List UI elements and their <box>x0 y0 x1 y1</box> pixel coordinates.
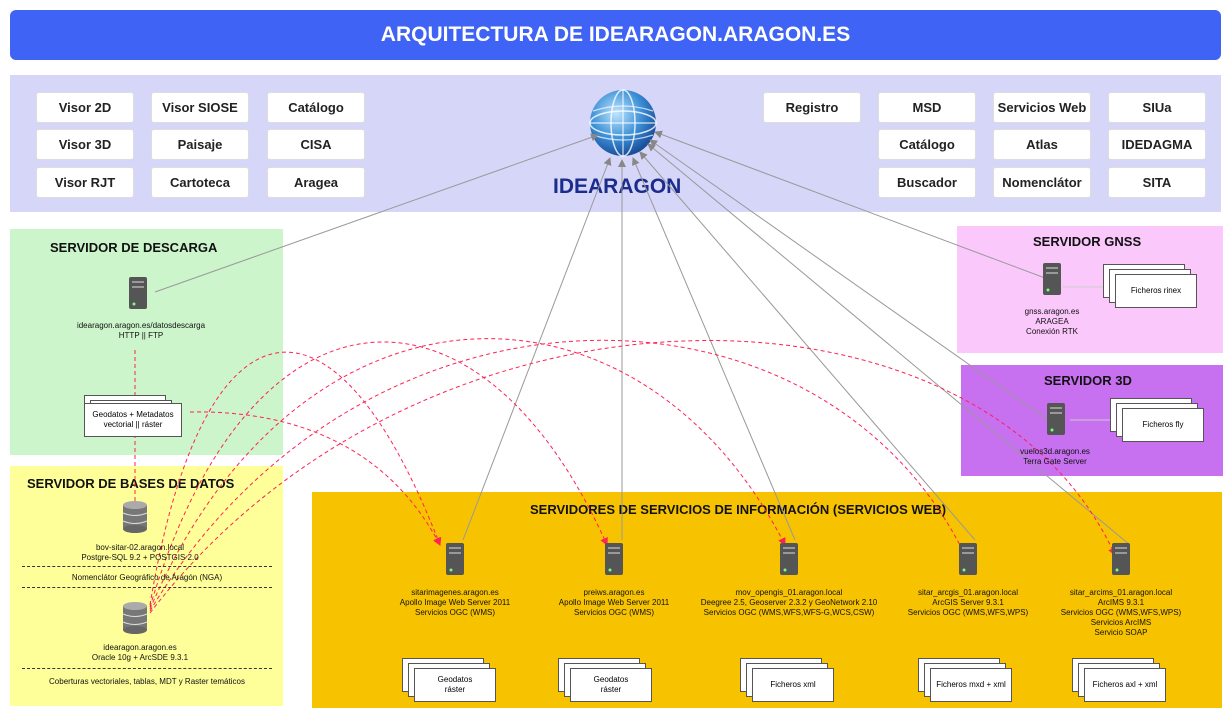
portal-button[interactable]: Catálogo <box>267 92 365 123</box>
portal-button[interactable]: Buscador <box>878 167 976 198</box>
portal-button[interactable]: CISA <box>267 129 365 160</box>
nga-label: Nomenclátor Geográfico de Aragón (NGA) <box>71 573 223 582</box>
link-web3-hub <box>632 157 796 541</box>
server-icon <box>1047 403 1065 435</box>
portal-button[interactable]: Atlas <box>993 129 1091 160</box>
portal-button[interactable]: Cartoteca <box>151 167 249 198</box>
diagram-title: ARQUITECTURA DE IDEARAGON.ARAGON.ES <box>10 10 1221 60</box>
file-stack-icon: Ficheros rinex <box>1103 264 1197 308</box>
portal-button[interactable]: Servicios Web <box>993 92 1091 123</box>
portal-button[interactable]: SITA <box>1108 167 1206 198</box>
db1-label: bov-sitar-02.aragon.local Postgre-SQL 9.… <box>81 543 199 562</box>
portal-button[interactable]: Paisaje <box>151 129 249 160</box>
server-icon <box>446 543 464 575</box>
server-icon <box>1043 263 1061 295</box>
server-icon <box>959 543 977 575</box>
portal-button[interactable]: Aragea <box>267 167 365 198</box>
server-3d-label: vuelos3d.aragon.es Terra Gate Server <box>1020 447 1090 466</box>
download-server-title: SERVIDOR DE DESCARGA <box>50 240 218 255</box>
database-icon <box>122 501 148 533</box>
download-server-label: idearagon.aragon.es/datosdescarga HTTP |… <box>76 321 206 340</box>
link-gnss-hub <box>654 130 1046 279</box>
portal-button[interactable]: SIUa <box>1108 92 1206 123</box>
db2-label: idearagon.aragon.es Oracle 10g + ArcSDE … <box>91 643 189 662</box>
gnss-server-label: gnss.aragon.es ARAGEA Conexión RTK <box>1024 307 1080 336</box>
portal-button[interactable]: Visor 2D <box>36 92 134 123</box>
divider <box>22 566 272 567</box>
database-server-title: SERVIDOR DE BASES DE DATOS <box>27 476 235 491</box>
file-stack-icon: Ficheros axl + xml <box>1072 658 1166 702</box>
link-web4-hub <box>639 151 976 541</box>
link-db-web1 <box>149 351 442 606</box>
web-services-title: SERVIDORES DE SERVICIOS DE INFORMACIÓN (… <box>530 502 947 517</box>
hub-label: IDEARAGON <box>553 175 682 198</box>
portal-button[interactable]: Visor RJT <box>36 167 134 198</box>
file-stack-icon: Ficheros xml <box>740 658 834 702</box>
coverage-label: Coberturas vectoriales, tablas, MDT y Ra… <box>49 677 245 686</box>
database-icon <box>122 602 148 634</box>
server-icon <box>780 543 798 575</box>
gnss-server-title: SERVIDOR GNSS <box>1033 234 1142 249</box>
file-stack-icon: Ficheros mxd + xml <box>918 658 1012 702</box>
link-db-web2 <box>149 341 608 608</box>
server-icon <box>605 543 623 575</box>
file-stack-icon: Ficheros fly <box>1110 398 1204 442</box>
link-3d-hub <box>649 139 1049 421</box>
portal-button[interactable]: Visor 3D <box>36 129 134 160</box>
link-web1-hub <box>462 157 612 541</box>
link-web5-hub <box>647 143 1131 546</box>
link-files-web1 <box>189 411 441 546</box>
link-download-hub <box>154 133 599 293</box>
link-db-web3 <box>149 338 786 610</box>
portal-button[interactable]: MSD <box>878 92 976 123</box>
link-db-web4 <box>149 339 966 612</box>
server-icon <box>1112 543 1130 575</box>
divider <box>22 668 272 669</box>
server-3d-title: SERVIDOR 3D <box>1044 373 1132 388</box>
server-icon <box>129 277 147 309</box>
portal-button[interactable]: Nomenclátor <box>993 167 1091 198</box>
link-db-web5 <box>149 340 1116 614</box>
portal-button[interactable]: Catálogo <box>878 129 976 160</box>
portal-button[interactable]: Visor SIOSE <box>151 92 249 123</box>
portal-button[interactable]: IDEDAGMA <box>1108 129 1206 160</box>
portal-button[interactable]: Registro <box>763 92 861 123</box>
divider <box>22 587 272 588</box>
